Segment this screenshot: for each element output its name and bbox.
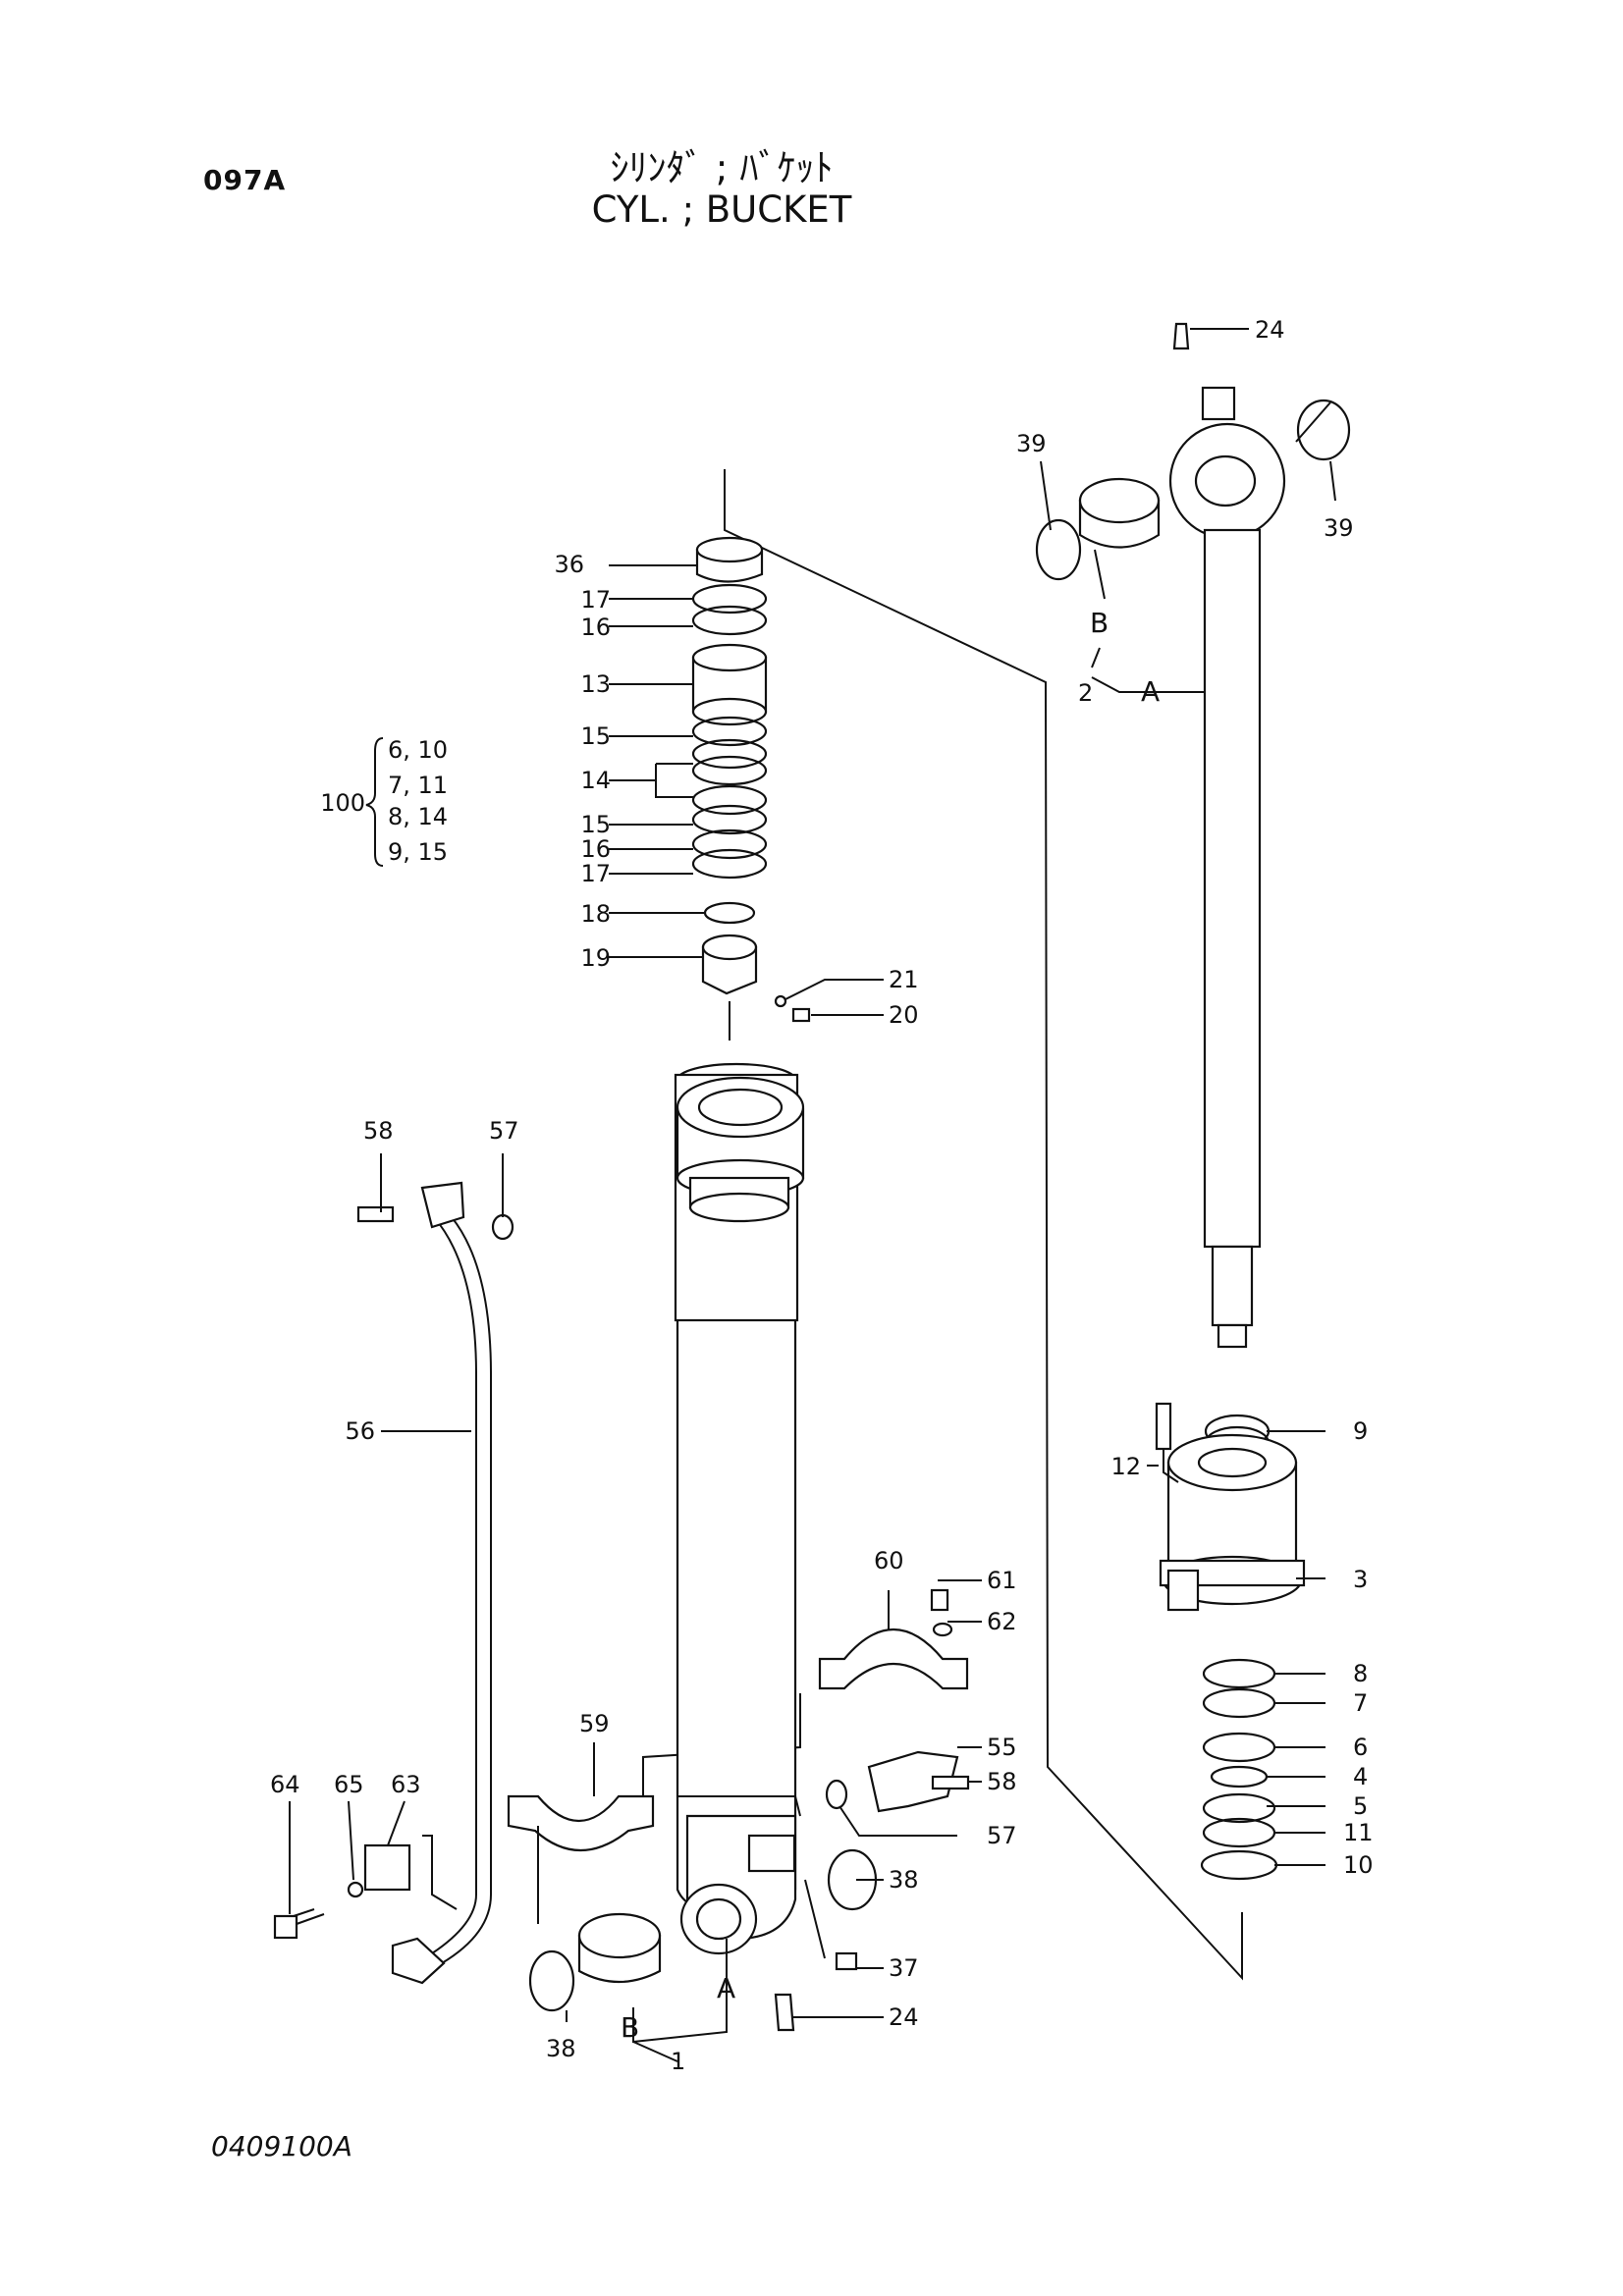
elbow-fitting: [825, 1588, 970, 1813]
callout-24-top: 24: [1255, 316, 1285, 344]
kit-brace: [365, 737, 384, 867]
kit-number: 100: [320, 789, 365, 817]
callout-64: 64: [270, 1771, 300, 1798]
callout-38-left: 38: [546, 2035, 576, 2062]
callout-56: 56: [345, 1417, 375, 1445]
page-code: 097A: [203, 164, 287, 196]
callout-18: 18: [580, 900, 611, 928]
callout-60: 60: [874, 1547, 904, 1575]
bracket-block: [273, 1835, 458, 1940]
callout-8: 8: [1353, 1660, 1368, 1687]
bottom-bushing: [528, 1848, 878, 2032]
label-b-tube: B: [621, 2011, 639, 2044]
kit-line-1: 6, 10: [388, 736, 448, 764]
callout-10: 10: [1343, 1851, 1374, 1879]
callout-2: 2: [1078, 679, 1093, 707]
callout-37: 37: [889, 1954, 919, 1982]
piston-stack: [691, 536, 811, 1041]
callout-16-bottom: 16: [580, 835, 611, 863]
callout-62: 62: [987, 1608, 1017, 1635]
callout-12: 12: [1110, 1453, 1141, 1480]
label-a-tube: A: [717, 1972, 735, 2004]
callout-19: 19: [580, 944, 611, 972]
callout-57-bottom: 57: [987, 1822, 1017, 1849]
callout-6: 6: [1353, 1734, 1368, 1761]
callout-labels: 24 39 39 B 2 A 36 17 16 13 15 14 15 16 1…: [270, 316, 1374, 2075]
label-b-rod: B: [1090, 607, 1109, 639]
callout-58-bottom: 58: [987, 1768, 1017, 1795]
callout-11: 11: [1343, 1819, 1374, 1846]
callout-55: 55: [987, 1734, 1017, 1761]
title-english: CYL. ; BUCKET: [591, 188, 852, 231]
callout-15-bottom: 15: [580, 811, 611, 838]
callout-59: 59: [579, 1710, 610, 1737]
callout-1: 1: [671, 2048, 685, 2075]
callout-17-top: 17: [580, 586, 611, 614]
pipe-clamp: [507, 1628, 969, 1851]
callout-24-bottom: 24: [889, 2003, 919, 2031]
head-seals: [1200, 1658, 1278, 1881]
piston-rod: [1168, 322, 1286, 1349]
callout-14: 14: [580, 767, 611, 794]
callout-57-top: 57: [489, 1117, 519, 1145]
drawing-number: 0409100A: [211, 2130, 352, 2163]
cylinder-head: [1155, 1402, 1306, 1612]
callout-16-top: 16: [580, 614, 611, 641]
callout-5: 5: [1353, 1792, 1368, 1820]
callout-61: 61: [987, 1567, 1017, 1594]
callout-63: 63: [391, 1771, 421, 1798]
title-japanese: ｼﾘﾝﾀﾞ ; ﾊﾞｹｯﾄ: [610, 146, 834, 189]
kit-line-4: 9, 15: [388, 838, 448, 866]
leader-lines: [289, 328, 1336, 2062]
callout-21: 21: [889, 966, 919, 993]
callout-4: 4: [1353, 1763, 1368, 1790]
callout-17-bottom: 17: [580, 860, 611, 887]
cylinder-flange: [676, 1076, 805, 1223]
callout-3: 3: [1353, 1566, 1368, 1593]
hydraulic-pipe: [356, 1181, 514, 1985]
kit-line-3: 8, 14: [388, 803, 448, 830]
callout-38-right: 38: [889, 1866, 919, 1894]
callout-58-top: 58: [363, 1117, 394, 1145]
callout-39-right: 39: [1324, 514, 1354, 542]
callout-9: 9: [1353, 1417, 1368, 1445]
callout-20: 20: [889, 1001, 919, 1029]
callout-7: 7: [1353, 1689, 1368, 1717]
callout-65: 65: [334, 1771, 364, 1798]
rod-end-bushing: [1035, 399, 1351, 581]
callout-13: 13: [580, 670, 611, 698]
callout-36: 36: [554, 551, 584, 578]
callout-15-top: 15: [580, 722, 611, 750]
kit-line-2: 7, 11: [388, 772, 448, 799]
label-a-rod: A: [1141, 675, 1160, 708]
callout-39-left: 39: [1016, 430, 1047, 457]
